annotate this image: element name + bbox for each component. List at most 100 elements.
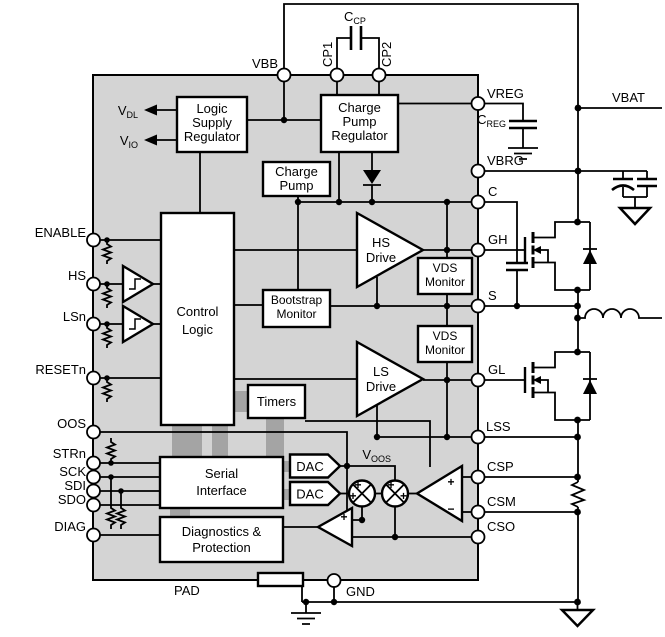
block-vds-monitor-ls: VDS Monitor [416, 324, 474, 364]
svg-text:VDS: VDS [433, 329, 458, 343]
pin-vreg [470, 96, 486, 111]
svg-text:+: + [447, 475, 454, 489]
label-cp2: CP2 [379, 42, 394, 67]
exposed-pad [256, 571, 305, 588]
label-gl: GL [488, 362, 505, 377]
label-cp1: CP1 [320, 42, 335, 67]
lsn-input-buffer [121, 303, 156, 345]
label-hs: HS [68, 268, 86, 283]
label-vbat: VBAT [612, 90, 645, 105]
block-ls-drive: LS Drive [355, 339, 426, 419]
svg-text:Logic: Logic [182, 322, 214, 337]
block-control-logic: Control Logic [159, 211, 236, 427]
block-vds-monitor-hs: VDS Monitor [416, 256, 474, 296]
block-serial-interface: Serial Interface [158, 455, 285, 510]
label-vreg: VREG [487, 86, 524, 101]
pin-sck [86, 469, 101, 485]
pin-c [470, 194, 486, 210]
label-sdo: SDO [58, 492, 86, 507]
wires [100, 3, 662, 613]
svg-text:LS: LS [373, 364, 389, 379]
label-vdl: VDL [118, 103, 138, 120]
svg-text:+: + [349, 489, 356, 503]
ground-triangle-rail [559, 608, 596, 628]
pull-resistors [100, 240, 128, 529]
label-sdi: SDI [64, 478, 86, 493]
svg-text:Interface: Interface [196, 483, 247, 498]
label-lss: LSS [486, 419, 511, 434]
label-csm: CSM [487, 494, 516, 509]
pin-gnd [326, 573, 342, 588]
bulk-capacitors [611, 177, 657, 192]
svg-text:Protection: Protection [192, 540, 251, 555]
svg-text:Monitor: Monitor [425, 343, 465, 357]
svg-text:VDS: VDS [433, 261, 458, 275]
svg-text:Diagnostics &: Diagnostics & [182, 524, 262, 539]
pin-sdi [86, 483, 101, 499]
block-dac-2: DAC [288, 480, 342, 507]
bootstrap-capacitor [506, 261, 528, 272]
pin-cp2 [371, 67, 387, 83]
svg-text:DAC: DAC [296, 487, 323, 502]
subscript-labels: CCP CREG VDL VIO VOOS [118, 9, 506, 464]
svg-text:+: + [340, 510, 347, 524]
label-lsn: LSn [63, 309, 86, 324]
block-charge-pump-regulator: Charge Pump Regulator [319, 93, 400, 154]
label-s: S [488, 288, 497, 303]
label-pad: PAD [174, 583, 200, 598]
svg-text:HS: HS [372, 235, 390, 250]
svg-text:Drive: Drive [366, 250, 396, 265]
label-vbb: VBB [252, 56, 278, 71]
pin-hs [86, 276, 101, 292]
svg-text:Charge: Charge [338, 100, 381, 115]
block-diagnostics-protection: Diagnostics & Protection [158, 515, 285, 564]
junction-dots [104, 104, 582, 606]
label-csp: CSP [487, 459, 514, 474]
svg-text:+: + [354, 478, 361, 492]
pin-gl [470, 372, 486, 388]
svg-text:Serial: Serial [205, 466, 238, 481]
label-vio: VIO [120, 133, 138, 150]
svg-text:Control: Control [177, 304, 219, 319]
pin-resetn [86, 370, 101, 386]
svg-text:Supply: Supply [192, 115, 232, 130]
label-sck: SCK [59, 464, 86, 479]
internal-buses [170, 391, 291, 517]
label-gh: GH [488, 232, 508, 247]
block-hs-drive: HS Drive [355, 210, 426, 290]
label-voos: VOOS [362, 447, 391, 464]
pin-diag [86, 527, 101, 543]
pin-oos [86, 424, 101, 440]
pin-gh [470, 242, 486, 258]
body-diode-icon [583, 380, 597, 394]
label-enable: ENABLE [35, 225, 87, 240]
vio-output-arrow [144, 134, 177, 146]
pin-labels: VBB CP1 CP2 ENABLE HS LSn RESETn OOS STR… [35, 42, 645, 599]
svg-text:Regulator: Regulator [184, 129, 241, 144]
pin-lss [470, 429, 486, 445]
svg-text:Drive: Drive [366, 379, 396, 394]
pin-vbb [276, 67, 292, 83]
summing-junction-2: + + [380, 478, 410, 508]
pin-csm [470, 504, 486, 520]
svg-text:Regulator: Regulator [331, 128, 388, 143]
block-bootstrap-monitor: Bootstrap Monitor [261, 288, 332, 329]
svg-text:Monitor: Monitor [425, 275, 465, 289]
diode-icon [363, 170, 381, 186]
ground-earth-pad [291, 612, 321, 625]
label-diag: DIAG [54, 519, 86, 534]
label-gnd: GND [346, 584, 375, 599]
svg-text:Monitor: Monitor [276, 307, 316, 321]
pin-vbrg [470, 163, 486, 179]
pin-strn [86, 455, 101, 471]
pin-terminals [86, 67, 486, 588]
summing-junction-1: + + [347, 478, 377, 508]
label-cso: CSO [487, 519, 515, 534]
block-logic-supply-regulator: Logic Supply Regulator [175, 95, 249, 154]
pin-sdo [86, 497, 101, 513]
svg-text:−: − [447, 502, 454, 516]
pin-enable [86, 232, 101, 248]
block-timers: Timers [246, 383, 307, 420]
